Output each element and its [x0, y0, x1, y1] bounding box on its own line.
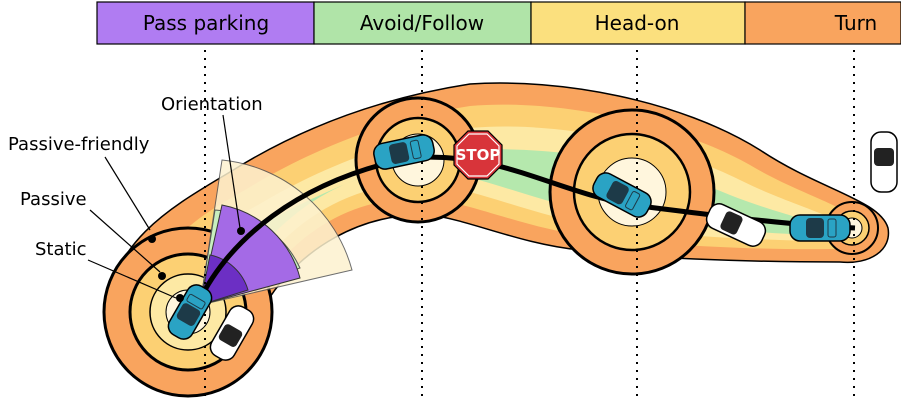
label-orientation: Orientation — [161, 94, 263, 115]
car-other-head-on — [705, 203, 767, 247]
fan-wedge-inner — [199, 254, 249, 306]
label-passive-friendly: Passive-friendly — [8, 134, 150, 155]
marker-dot-static — [176, 294, 184, 302]
marker-dot-orientation — [237, 227, 245, 235]
leader-passive — [89, 209, 161, 273]
orientation-fan — [199, 159, 353, 306]
label-static: Static — [35, 239, 86, 260]
car-ego-start — [167, 284, 213, 340]
phase-segment-head-on — [530, 1, 746, 45]
car-other-parked — [209, 305, 255, 361]
label-passive: Passive — [20, 189, 87, 210]
phase-label-pass-parking: Pass parking — [143, 11, 269, 35]
phase-segment-pass-parking — [96, 1, 315, 45]
marker-dot-passive-friendly — [148, 235, 156, 243]
stop-sign-text: STOP — [456, 146, 501, 164]
car-ego-turn — [789, 214, 851, 242]
phase-bar: Pass parking Avoid/Follow Head-on Turn — [96, 1, 901, 45]
stop-sign-octagon — [453, 130, 503, 180]
phase-segment-turn — [744, 1, 901, 45]
zone-labels: Orientation Passive-friendly Passive Sta… — [8, 94, 263, 302]
phase-divider-lines — [204, 50, 855, 398]
leader-static — [87, 259, 177, 299]
leader-orientation — [222, 114, 241, 229]
car-other-turn — [870, 131, 898, 193]
phase-label-head-on: Head-on — [595, 11, 680, 35]
phase-label-avoid-follow: Avoid/Follow — [360, 11, 484, 35]
leader-passive-friendly — [104, 156, 151, 231]
car-ego-avoid — [373, 134, 435, 170]
marker-dot-passive — [158, 272, 166, 280]
phase-segment-avoid-follow — [313, 1, 532, 45]
stop-sign: STOP — [453, 130, 503, 180]
car-ego-head-on — [592, 172, 652, 218]
phase-label-turn: Turn — [834, 11, 877, 35]
